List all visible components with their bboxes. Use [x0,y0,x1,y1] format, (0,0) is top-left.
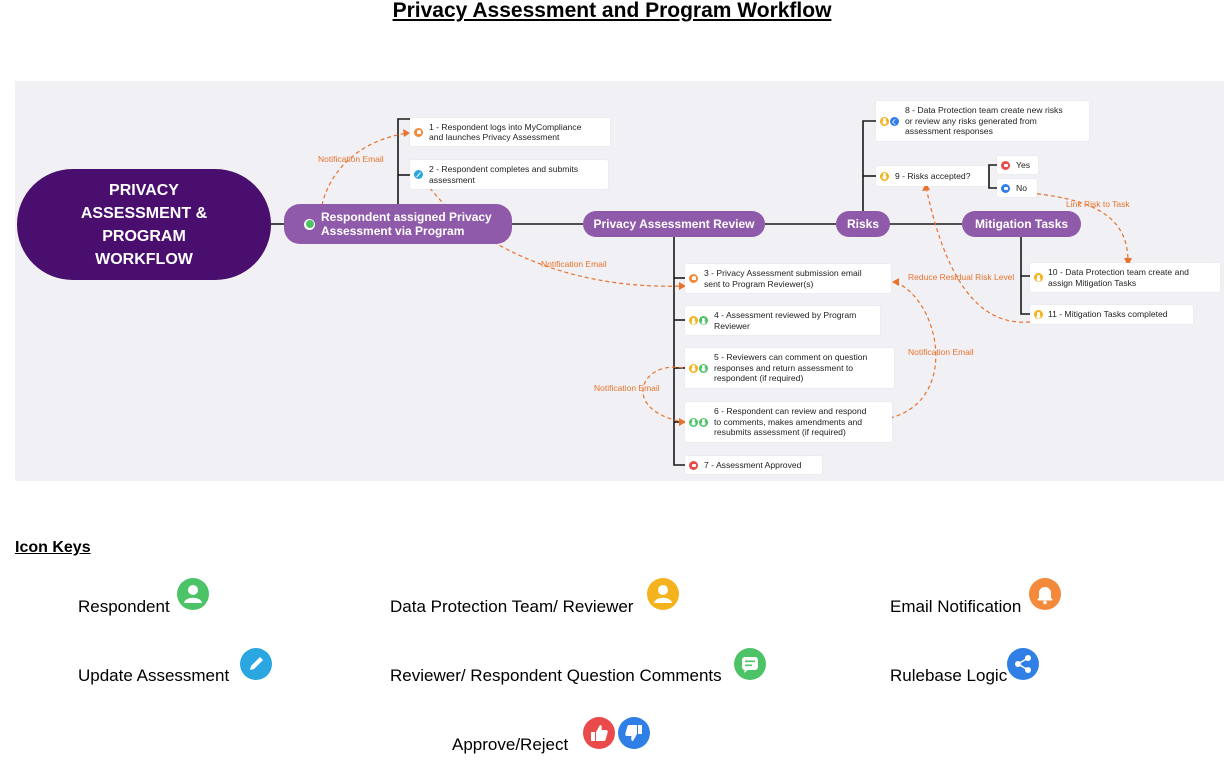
update-assessment-icon [414,170,423,179]
icon-keys-heading: Icon Keys [15,539,91,556]
hub-respondent-assigned: Respondent assigned Privacy Assessment v… [284,204,512,244]
update-assessment-icon [240,648,272,680]
key-rulebase-label: Rulebase Logic [890,666,1008,685]
step-9-yes-label: Yes [1016,159,1031,170]
reject-icon [618,717,650,749]
edge-label-notification-3: Notification Email [908,347,974,357]
edge-label-reduce-risk: Reduce Residual Risk Level [908,272,1015,282]
step-3-label: 3 - Privacy Assessment submission email … [704,268,862,289]
key-update-label: Update Assessment [78,666,230,685]
step-7-label: 7 - Assessment Approved [704,459,802,470]
rulebase-logic-icon [1007,648,1039,680]
step-10-label: 10 - Data Protection team create and ass… [1048,267,1189,288]
approve-icon [1001,160,1010,170]
step-1: 1 - Respondent logs into MyCompliance an… [410,118,610,146]
reviewer-icon [689,316,698,325]
hub-mitigation-tasks-label: Mitigation Tasks [974,217,1069,231]
respondent-icon [304,218,315,230]
key-email-label: Email Notification [890,597,1022,616]
step-6: 6 - Respondent can review and respond to… [685,402,892,442]
hub-risks-label: Risks [846,217,880,231]
hub-assessment-review-label: Privacy Assessment Review [593,217,755,231]
comments-icon [699,417,708,427]
step-5-label: 5 - Reviewers can comment on question re… [714,352,868,384]
edge-label-link-risk: Link Risk to Task [1066,199,1130,209]
edge-label-notification-1: Notification Email [318,154,384,164]
key-dp-team-label: Data Protection Team/ Reviewer [390,597,634,616]
step-9-label: 9 - Risks accepted? [895,170,971,181]
step-11: 11 - Mitigation Tasks completed [1030,305,1193,324]
key-respondent-label: Respondent [78,597,170,616]
respondent-icon [177,578,209,610]
step-2-label: 2 - Respondent completes and submits ass… [429,164,579,185]
step-11-label: 11 - Mitigation Tasks completed [1048,309,1168,320]
approve-icon [689,460,698,470]
step-8-label: 8 - Data Protection team create new risk… [905,105,1063,137]
step-9: 9 - Risks accepted? [876,166,988,186]
workflow-root: PRIVACY ASSESSMENT & PROGRAM WORKFLOW [17,169,271,280]
step-5: 5 - Reviewers can comment on question re… [685,348,894,388]
workflow-canvas [15,81,1224,481]
step-4-label: 4 - Assessment reviewed by Program Revie… [714,310,857,331]
email-notification-icon [689,274,698,283]
hub-risks: Risks [836,211,890,237]
step-10: 10 - Data Protection team create and ass… [1030,263,1220,292]
step-2: 2 - Respondent completes and submits ass… [410,160,608,189]
comments-icon [734,648,766,680]
step-7: 7 - Assessment Approved [685,456,822,474]
step-9-no-label: No [1016,182,1027,193]
step-4: 4 - Assessment reviewed by Program Revie… [685,306,880,335]
hub-assessment-review: Privacy Assessment Review [583,211,765,237]
email-notification-icon [414,127,423,137]
step-3: 3 - Privacy Assessment submission email … [685,264,891,293]
step-9-yes: Yes [997,156,1038,174]
edge-label-notification-2: Notification Email [541,259,607,269]
hub-mitigation-tasks: Mitigation Tasks [962,211,1081,237]
edge-label-notification-4: Notification Email [594,383,660,393]
hub-respondent-assigned-label: Respondent assigned Privacy Assessment v… [321,210,492,238]
rulebase-logic-icon [890,116,899,126]
reviewer-icon [1034,273,1043,282]
step-6-label: 6 - Respondent can review and respond to… [714,406,867,438]
approve-icon [583,717,615,749]
reject-icon [1001,183,1010,193]
comments-icon [699,316,708,325]
reviewer-icon [689,363,698,373]
step-8: 8 - Data Protection team create new risk… [876,101,1089,141]
step-1-label: 1 - Respondent logs into MyCompliance an… [429,121,582,143]
reviewer-icon [880,171,889,181]
page-title: Privacy Assessment and Program Workflow [392,0,832,22]
comments-icon [699,363,708,373]
key-approve-label: Approve/Reject [452,735,569,754]
email-notification-icon [1029,578,1061,610]
step-9-no: No [997,179,1037,197]
key-comments-label: Reviewer/ Respondent Question Comments [390,666,722,685]
respondent-icon [689,417,698,427]
reviewer-icon [880,116,889,126]
workflow-root-label: PRIVACY ASSESSMENT & PROGRAM WORKFLOW [80,181,208,268]
reviewer-icon [1034,310,1043,319]
reviewer-icon [647,578,679,610]
